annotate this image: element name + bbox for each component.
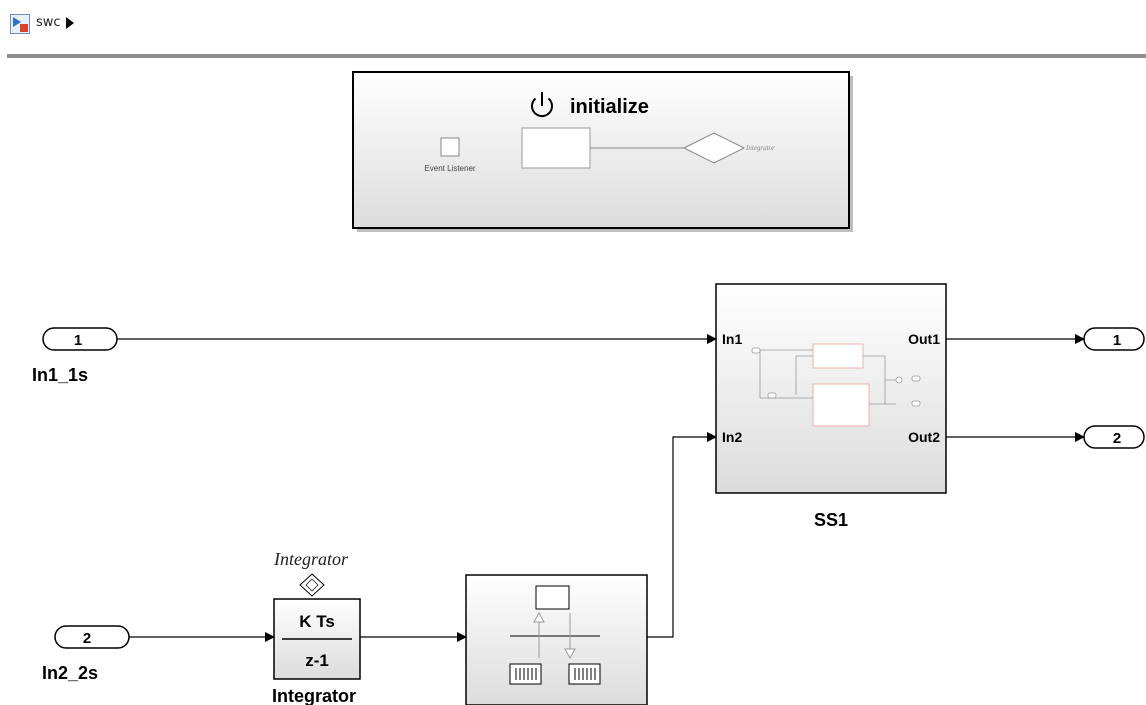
integrator-state-tag: Integrator (273, 549, 349, 569)
initialize-block[interactable]: initialize Event Listener Integrator (352, 71, 853, 232)
queue-icon (509, 663, 601, 685)
subsystem-ss1[interactable]: In1 In2 Out1 Out2 (715, 283, 947, 494)
outport-1[interactable]: 1 (1083, 327, 1145, 351)
inport-1[interactable]: 1 (42, 327, 118, 351)
signal-rate-to-ss1[interactable] (647, 432, 717, 638)
ss1-port-out1: Out1 (908, 331, 940, 347)
integrator-denominator: z-1 (305, 651, 329, 670)
breadcrumb-expand-icon[interactable] (66, 17, 74, 29)
ss1-port-in2: In2 (722, 429, 742, 445)
model-icon[interactable] (10, 14, 30, 34)
state-owner-diamond-icon (299, 573, 325, 597)
ss1-name: SS1 (814, 510, 848, 530)
ss1-port-in1: In1 (722, 331, 742, 347)
initialize-title: initialize (570, 96, 649, 118)
outport-1-number: 1 (1113, 332, 1121, 349)
init-inner-block (521, 127, 591, 169)
outport-2-number: 2 (1113, 430, 1121, 447)
power-icon (531, 92, 553, 118)
state-writer-diamond (682, 132, 746, 164)
init-integrator-tag: Integrator (745, 144, 775, 152)
integrator-numerator: K Ts (299, 612, 335, 631)
integrator-block[interactable]: K Ts z-1 (273, 598, 361, 680)
inport-1-number: 1 (74, 332, 82, 349)
data-store-icon (510, 585, 600, 660)
toolbar-divider (7, 54, 1146, 58)
ss1-port-out2: Out2 (908, 429, 940, 445)
inport-2-name: In2_2s (42, 663, 98, 683)
toolbar: swc (0, 0, 1146, 54)
integrator-name: Integrator (272, 686, 356, 705)
event-listener-icon (440, 137, 460, 157)
inport-1-name: In1_1s (32, 365, 88, 385)
event-listener-label: Event Listener (424, 164, 475, 173)
inport-2-number: 2 (83, 630, 91, 647)
outport-2[interactable]: 2 (1083, 425, 1145, 449)
ss1-preview-icon (751, 343, 921, 427)
rate-transition-block[interactable] (465, 574, 648, 705)
breadcrumb-model[interactable]: swc (36, 15, 61, 30)
inport-2[interactable]: 2 (54, 625, 130, 649)
